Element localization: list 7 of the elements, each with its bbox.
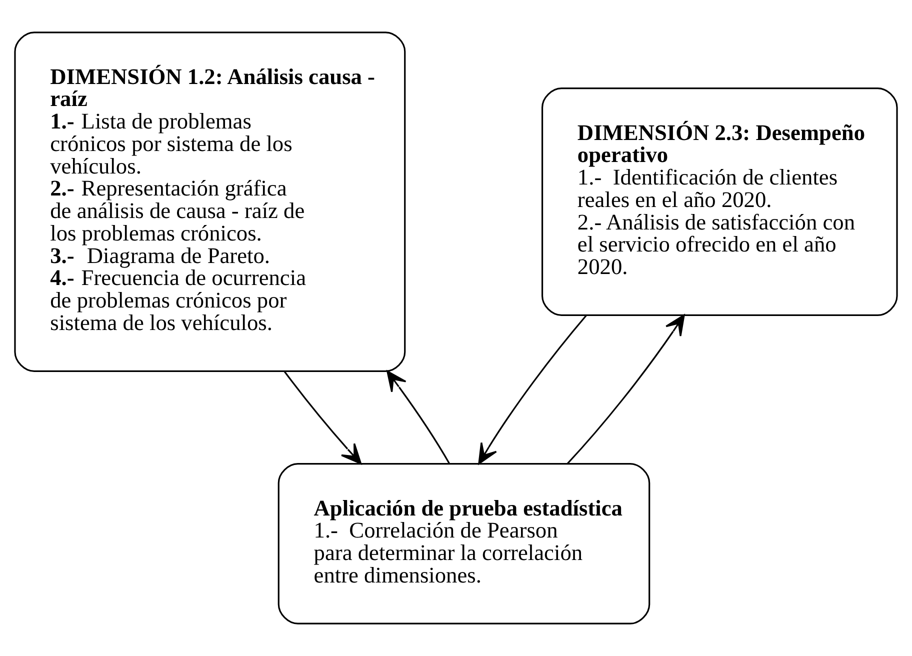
node-box: DIMENSIÓN 2.3: Desempeño operativo 1.- Identificación de clientes reales en el año 2020. 2.- Análisis de satisfacción con el servicio ofrecido en el año 2020. [541,88,898,316]
arrow [566,314,685,464]
node-box: DIMENSIÓN 1.2: Análisis causa - raíz 1.- Lista de problemas crónicos por sistema de los vehículos. 2.- Representación gráfica de análisis de causa - raíz de los problemas crónicos. 3.- Diagrama de Pareto. 4.- Frecuencia de ocurrencia de problemas crónicos por sistema de los vehículos. [14,32,406,372]
node-box: Aplicación de prueba estadística 1.- Correlación de Pearson para determinar la correlación entre dimensiones. [278,463,650,624]
arrow [386,370,450,464]
arrow [284,370,362,464]
arrow [478,314,588,464]
